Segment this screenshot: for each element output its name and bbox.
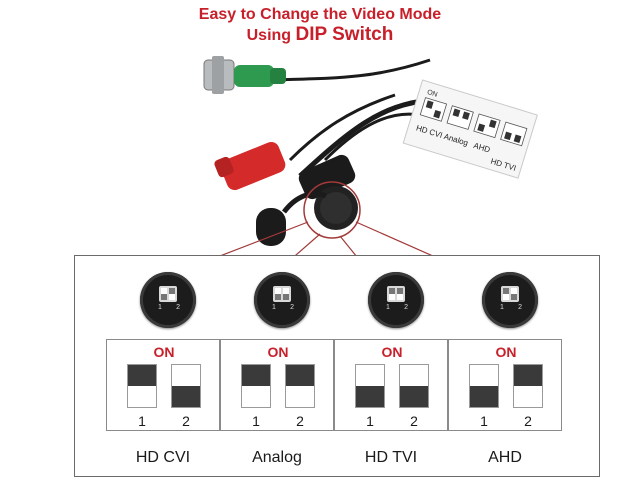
mode-label: Analog [252, 449, 302, 466]
mode-label: AHD [488, 449, 522, 466]
black-plug [298, 154, 356, 200]
switch-2-slot [171, 364, 201, 408]
heading-line-1: Easy to Change the Video Mode [198, 6, 442, 23]
switch-2-number: 2 [524, 413, 532, 429]
switch-1-number: 1 [138, 413, 146, 429]
closeup-number-2: 2 [290, 304, 294, 311]
on-label: ON [153, 344, 175, 360]
switch-diagram: ON 1 2 [334, 339, 448, 431]
label-card-switches [419, 97, 528, 147]
rubber-strap [282, 191, 327, 214]
switch-1-number: 1 [366, 413, 374, 429]
heading-line-2-emphasis: DIP Switch [295, 24, 394, 45]
switch-1-number: 1 [252, 413, 260, 429]
mode-label: HD TVI [364, 449, 418, 466]
mini-switch-2 [283, 288, 289, 300]
red-plug-tip [214, 156, 234, 178]
mini-switch-2 [169, 288, 175, 300]
main-cable [298, 97, 431, 178]
switch-2-slot [399, 364, 429, 408]
on-label: ON [495, 344, 517, 360]
switch-2-number: 2 [296, 413, 304, 429]
heading-line-2-prefix: Using [246, 27, 296, 44]
switch-1-slot [241, 364, 271, 408]
mini-switch-2 [397, 288, 403, 300]
switch-diagram: ON 1 2 [448, 339, 562, 431]
main-cable-2 [323, 112, 421, 162]
closeup-number-1: 1 [500, 304, 504, 311]
heading-line-2: Using DIP Switch [0, 24, 640, 46]
mini-switch-1 [389, 288, 395, 300]
switch-2-number: 2 [410, 413, 418, 429]
red-cable [288, 93, 396, 162]
green-cable [267, 58, 431, 82]
switch-1-slot [127, 364, 157, 408]
switch-1-number: 1 [480, 413, 488, 429]
closeup-number-2: 2 [518, 304, 522, 311]
mini-switch-1 [161, 288, 167, 300]
highlight-circle [303, 181, 361, 239]
switch-diagram: ON 1 2 [220, 339, 334, 431]
dip-switch-window [159, 286, 177, 302]
closeup-number-1: 1 [158, 304, 162, 311]
switch-2-number: 2 [182, 413, 190, 429]
switch-1-slot [355, 364, 385, 408]
mini-switch-2 [511, 288, 517, 300]
dip-housing-ring [320, 192, 352, 224]
bnc-metal-ring [212, 56, 224, 94]
on-label: ON [267, 344, 289, 360]
mini-switch-1 [503, 288, 509, 300]
rubber-cap [256, 208, 286, 246]
closeup-number-1: 1 [386, 304, 390, 311]
closeup-number-2: 2 [404, 304, 408, 311]
green-plug-collar [270, 68, 286, 84]
green-plug [234, 65, 274, 87]
dip-switch-window [273, 286, 291, 302]
switch-diagram: ON 1 2 [106, 339, 220, 431]
switch-2-slot [285, 364, 315, 408]
closeup-number-1: 1 [272, 304, 276, 311]
closeup-number-2: 2 [176, 304, 180, 311]
dip-label-card: ON HD CVI Analog AHD HD TVI [402, 79, 538, 179]
on-label: ON [381, 344, 403, 360]
switch-1-slot [469, 364, 499, 408]
dip-switch-window [387, 286, 405, 302]
dip-switch-window [501, 286, 519, 302]
mode-label: HD CVI [135, 449, 191, 466]
switch-2-slot [513, 364, 543, 408]
red-plug [220, 141, 286, 191]
label-card-on-text: ON [426, 89, 438, 99]
mini-switch-1 [275, 288, 281, 300]
